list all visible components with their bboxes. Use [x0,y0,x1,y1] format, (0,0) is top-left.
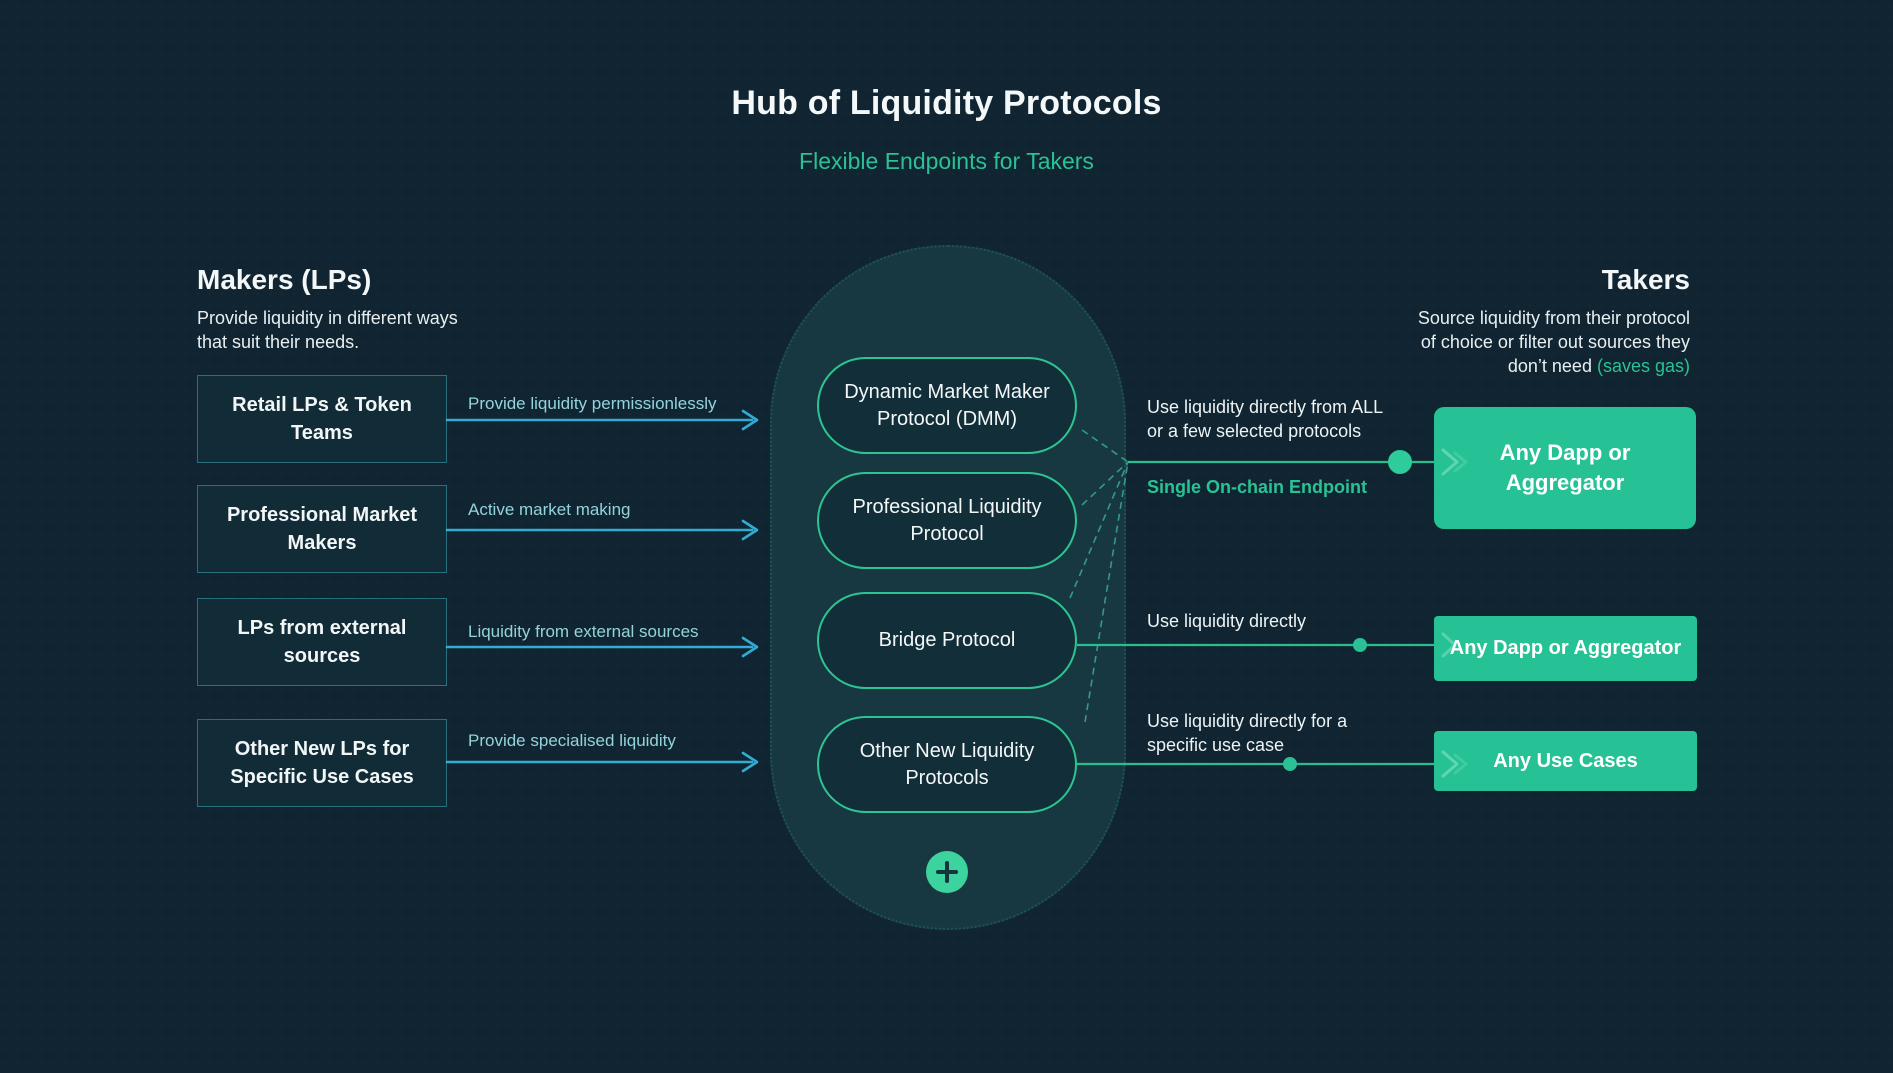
maker-arrow-label-4: Provide specialised liquidity [468,731,676,750]
target-box-label: Any Use Cases [1493,749,1638,772]
protocol-pill-bridge: Bridge Protocol [817,592,1077,689]
plus-icon [926,851,968,893]
note-line: Use liquidity directly for a [1147,711,1348,731]
protocol-pill-label: Professional Liquidity Protocol [852,495,1042,545]
maker-box-external-lps: LPs from external sources [197,598,447,686]
liquidity-hub-capsule [770,245,1126,930]
maker-box-label: Retail LPs & Token Teams [232,394,412,444]
maker-arrow-label-3: Liquidity from external sources [468,622,699,641]
maker-box-label: Other New LPs for Specific Use Cases [230,738,414,788]
protocol-pill-label: Other New Liquidity Protocols [859,739,1035,789]
takers-block: Takers Source liquidity from their proto… [1340,264,1690,378]
maker-arrow-label-2: Active market making [468,500,631,519]
maker-arrow-label-1: Provide liquidity permissionlessly [468,394,717,413]
takers-description-text: don’t need [1507,356,1597,376]
makers-heading: Makers (LPs) [197,264,372,295]
note-line: or a few selected protocols [1147,420,1362,441]
takers-description-line: of choice or filter out sources they [1420,332,1690,352]
note-line: Use liquidity directly from ALL [1147,397,1384,417]
endpoint-dot-1 [1388,450,1412,474]
note-line: Use liquidity directly [1147,611,1307,631]
endpoint-note-2: Use liquidity directly [1147,610,1306,634]
takers-description-line: don’t need (saves gas) [1340,354,1690,378]
page-subtitle: Flexible Endpoints for Takers [799,148,1094,174]
makers-description: Provide liquidity in different ways that… [197,308,458,352]
maker-box-label: LPs from external sources [237,617,407,667]
protocol-pill-professional-liquidity: Professional Liquidity Protocol [817,472,1077,569]
page-title: Hub of Liquidity Protocols [731,84,1162,122]
maker-box-retail-lps: Retail LPs & Token Teams [197,375,447,463]
protocol-pill-label: Dynamic Market Maker Protocol (DMM) [844,380,1050,430]
takers-heading: Takers [1601,264,1690,295]
maker-box-professional-market-makers: Professional Market Makers [197,485,447,573]
maker-arrow-2 [445,519,759,541]
protocol-pill-other-new: Other New Liquidity Protocols [817,716,1077,813]
maker-arrow-4 [445,751,759,773]
maker-box-label: Professional Market Makers [226,504,418,554]
endpoint-dot-2 [1353,638,1367,652]
protocol-pill-dmm: Dynamic Market Maker Protocol (DMM) [817,357,1077,454]
single-onchain-endpoint-label: Single On-chain Endpoint [1147,477,1367,497]
endpoint-note-1: Use liquidity directly from ALL or a few… [1147,396,1383,443]
takers-description-line: Source liquidity from their protocol [1417,308,1690,328]
maker-box-other-new-lps: Other New LPs for Specific Use Cases [197,719,447,807]
protocol-pill-label: Bridge Protocol [878,629,1016,651]
target-box-any-dapp-or-aggregator: Any Dapp or Aggregator [1434,407,1696,529]
saves-gas-highlight: (saves gas) [1596,356,1690,376]
endpoint-dot-3 [1283,757,1297,771]
takers-description: Source liquidity from their protocol of … [1340,306,1690,378]
note-line: specific use case [1147,734,1285,755]
target-box-any-use-cases: Any Use Cases [1434,731,1697,791]
endpoint-note-3: Use liquidity directly for a specific us… [1147,710,1347,757]
target-box-any-dapp-or-aggregator-2: Any Dapp or Aggregator [1434,616,1697,681]
target-box-label: Any Dapp or Aggregator [1499,440,1631,495]
target-box-label: Any Dapp or Aggregator [1449,637,1682,659]
